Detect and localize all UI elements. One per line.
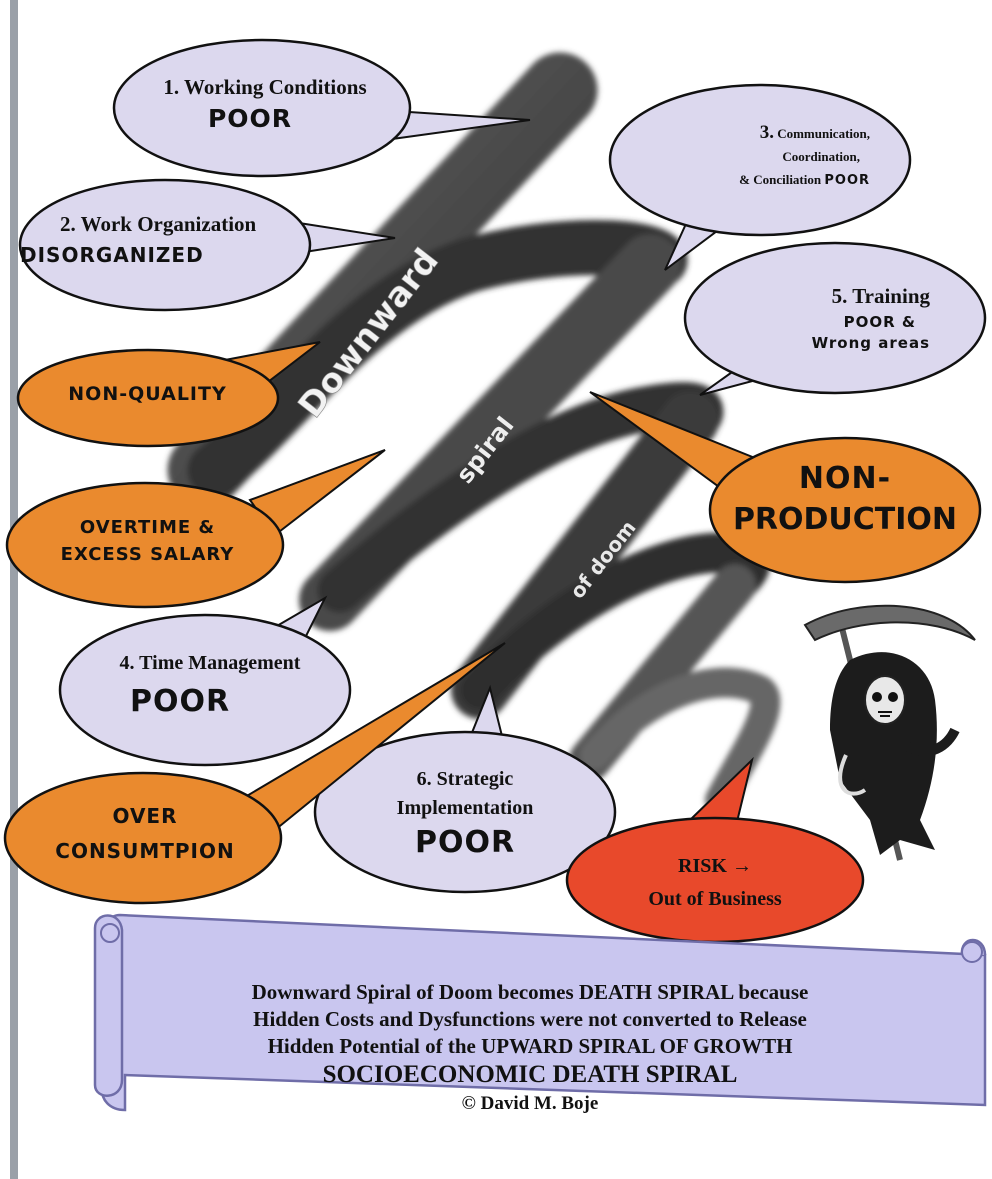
- work-organization-title: 2. Work Organization: [60, 212, 257, 236]
- time-management-title: 4. Time Management: [119, 652, 301, 674]
- bubble-work-organization-shape: [18, 178, 396, 312]
- bubble-communication: 3. Communication, Coordination, & Concil…: [640, 122, 870, 189]
- banner-copyright: © David M. Boje: [461, 1093, 599, 1115]
- scroll-banner-shape: [93, 913, 987, 1112]
- non-production-line1: NON-: [798, 461, 892, 496]
- page-edge-bar: [10, 0, 18, 1179]
- scroll-banner: Downward Spiral of Doom becomes DEATH SP…: [130, 980, 930, 1115]
- strategic-line2: Implementation: [396, 797, 534, 819]
- bubble-time-management: 4. Time Management POOR: [75, 652, 345, 720]
- bubble-over-consumption: OVER CONSUMTPION: [15, 805, 275, 863]
- bubble-working-conditions-shape: [112, 38, 531, 178]
- bubble-overtime-shape: [5, 449, 386, 609]
- banner-line3: Hidden Potential of the UPWARD SPIRAL OF…: [267, 1034, 793, 1059]
- working-conditions-title: 1. Working Conditions: [163, 75, 367, 99]
- bubble-strategic-shape: [313, 684, 617, 894]
- bubble-risk: RISK → Out of Business: [580, 855, 850, 911]
- bubble-risk-shape: [565, 756, 865, 944]
- banner-line1: Downward Spiral of Doom becomes DEATH SP…: [251, 980, 809, 1004]
- communication-line2: Coordination,: [782, 148, 860, 164]
- over-consumption-line1: OVER: [112, 804, 178, 828]
- training-status: POOR &: [843, 313, 916, 332]
- communication-word: Communication,: [777, 126, 870, 141]
- strategic-line1: 6. Strategic: [416, 768, 514, 790]
- training-title: 5. Training: [831, 284, 930, 308]
- bubble-non-quality-shape: [16, 341, 321, 448]
- communication-line3: & Conciliation POOR: [640, 171, 870, 189]
- spiral-band-6: [460, 532, 770, 710]
- communication-status: POOR: [824, 172, 870, 188]
- bubble-non-production: NON- PRODUCTION: [715, 461, 975, 537]
- risk-line2: Out of Business: [648, 888, 782, 910]
- bubble-working-conditions: 1. Working Conditions POOR: [125, 75, 405, 134]
- bubble-non-quality: NON-QUALITY: [68, 383, 227, 405]
- bubble-communication-shape: [608, 83, 912, 271]
- bubble-training-shape: [683, 241, 987, 396]
- conciliation-word: & Conciliation: [739, 171, 822, 187]
- bubble-work-organization: 2. Work Organization DISORGANIZED: [20, 212, 320, 267]
- bubble-non-production-shape: [589, 391, 982, 584]
- bubble-over-consumption-shape: [3, 642, 506, 905]
- banner-line2: Hidden Costs and Dysfunctions were not c…: [253, 1007, 807, 1032]
- overtime-line1: OVERTIME &: [79, 517, 216, 538]
- spiral-band-2: [187, 220, 688, 498]
- over-consumption-line2: CONSUMTPION: [55, 839, 235, 863]
- risk-line1: RISK →: [678, 855, 752, 877]
- time-management-status: POOR: [129, 684, 231, 719]
- spiral-band-8: [580, 667, 781, 815]
- working-conditions-status: POOR: [207, 104, 293, 134]
- work-organization-status: DISORGANIZED: [20, 243, 204, 268]
- communication-number: 3.: [759, 122, 774, 143]
- training-wrong-areas: Wrong areas: [811, 334, 930, 353]
- non-production-line2: PRODUCTION: [732, 501, 958, 537]
- overtime-line2: EXCESS SALARY: [60, 543, 235, 565]
- banner-line4: SOCIOECONOMIC DEATH SPIRAL: [322, 1061, 738, 1089]
- bubble-training: 5. Training POOR & Wrong areas: [770, 284, 930, 353]
- bubble-strategic: 6. Strategic Implementation POOR: [330, 768, 600, 861]
- bubble-time-management-shape: [58, 595, 352, 767]
- strategic-status: POOR: [414, 825, 516, 860]
- communication-line1: 3. Communication,: [640, 122, 870, 144]
- bubble-overtime: OVERTIME & EXCESS SALARY: [15, 517, 280, 565]
- grim-reaper-icon: [803, 604, 976, 861]
